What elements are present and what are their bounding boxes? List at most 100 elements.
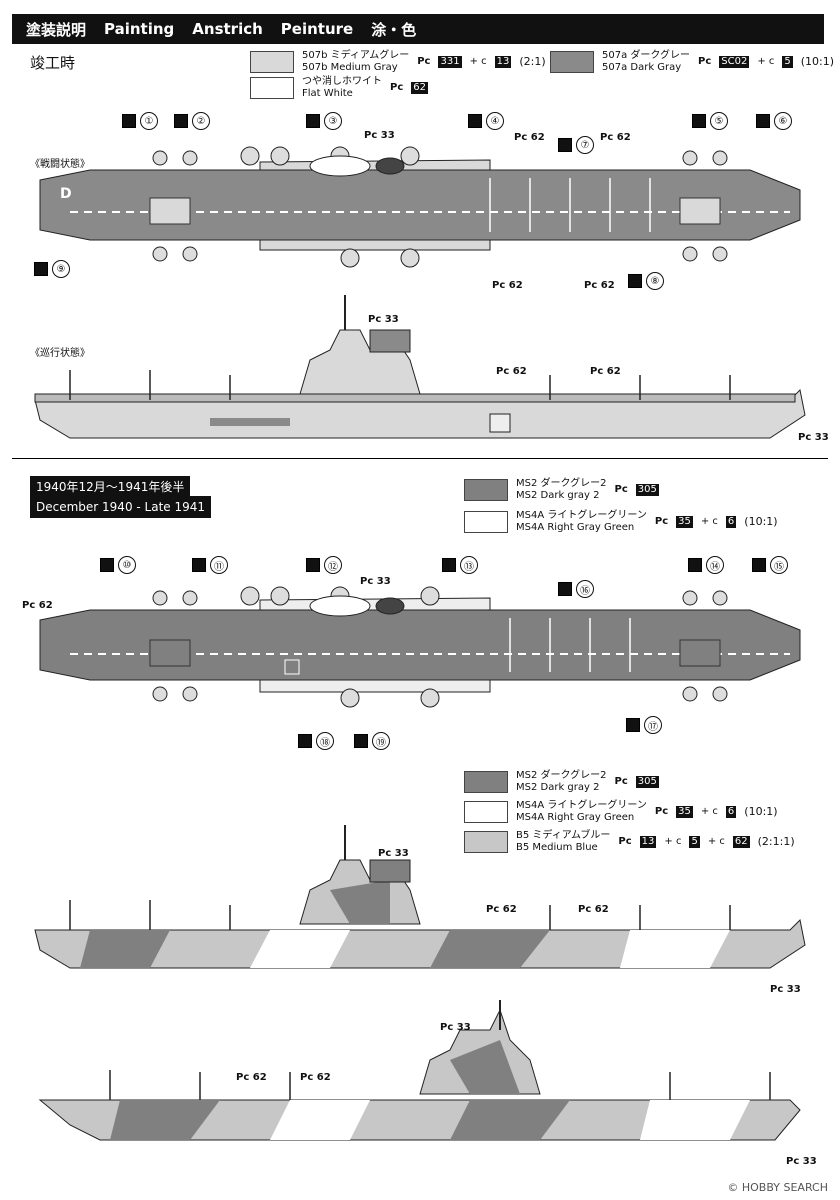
callout-pc33: Pc 33 — [364, 130, 395, 141]
number-tag-6: ⑥ — [756, 112, 792, 130]
section2-date-en: December 1940 - Late 1941 — [30, 496, 212, 518]
section1-title: 竣工時 — [30, 54, 76, 72]
number-tag-18: ⑱ — [298, 732, 334, 750]
color-swatch — [464, 831, 508, 853]
callout-pc33: Pc 33 — [440, 1022, 471, 1033]
callout-pc62: Pc 62 — [236, 1072, 267, 1083]
bullet-icon — [306, 114, 320, 128]
paint-code: 331 — [438, 56, 462, 68]
legend-jp: 507b ミディアムグレー — [302, 50, 410, 61]
callout-pc33: Pc 33 — [798, 432, 829, 443]
paint-code: SC02 — [719, 56, 750, 68]
legend-507b: 507b ミディアムグレー 507b Medium Gray Pc 331 + … — [250, 50, 546, 74]
legend-flat-white: つや消しホワイト Flat White Pc 62 — [250, 76, 428, 100]
legend-en: 507b Medium Gray — [302, 62, 398, 73]
color-swatch — [464, 479, 508, 501]
paint-code-label: Pc — [390, 82, 404, 93]
watermark: © HOBBY SEARCH — [727, 1181, 828, 1194]
color-swatch — [250, 77, 294, 99]
paint-code: 62 — [411, 82, 428, 94]
number-tag-9: ⑨ — [34, 260, 70, 278]
legend-507a: 507a ダークグレー 507a Dark Gray Pc SC02 + c 5… — [550, 50, 834, 74]
bullet-icon — [298, 734, 312, 748]
header-title-de: Anstrich — [192, 20, 263, 38]
color-swatch — [250, 51, 294, 73]
legend-jp: つや消しホワイト — [302, 76, 382, 87]
number-tag-8: ⑧ — [628, 272, 664, 290]
number-tag-17: ⑰ — [626, 716, 662, 734]
number-tag-4: ④ — [468, 112, 504, 130]
bullet-icon — [468, 114, 482, 128]
callout-pc33: Pc 33 — [360, 576, 391, 587]
number-tag-10: ⑩ — [100, 556, 136, 574]
number-tag-12: ⑫ — [306, 556, 342, 574]
header-title-en: Painting — [104, 20, 175, 38]
callout-pc62: Pc 62 — [300, 1072, 331, 1083]
header-title-cn: 涂・色 — [371, 20, 417, 39]
number-tag-11: ⑪ — [192, 556, 228, 574]
ship-plan-view-1: D — [39, 146, 801, 268]
number-tag-7: ⑦ — [558, 136, 594, 154]
color-swatch — [464, 771, 508, 793]
mix-ratio: (10:1) — [800, 55, 835, 68]
bullet-icon — [558, 582, 572, 596]
number-tag-13: ⑬ — [442, 556, 478, 574]
bullet-icon — [34, 262, 48, 276]
callout-pc62: Pc 62 — [486, 904, 517, 915]
callout-pc62: Pc 62 — [584, 280, 615, 291]
number-tag-19: ⑲ — [354, 732, 390, 750]
bullet-icon — [756, 114, 770, 128]
color-swatch — [464, 801, 508, 823]
ship-plan-view-2 — [39, 586, 801, 708]
callout-pc33: Pc 33 — [770, 984, 801, 995]
number-tag-15: ⑮ — [752, 556, 788, 574]
bullet-icon — [558, 138, 572, 152]
plan-view-label: 《戦闘状態》 — [30, 159, 90, 170]
bullet-icon — [306, 558, 320, 572]
callout-pc33: Pc 33 — [786, 1156, 817, 1167]
bullet-icon — [688, 558, 702, 572]
header-title-fr: Peinture — [280, 20, 354, 38]
header-bar: 塗装説明 Painting Anstrich Peinture 涂・色 — [12, 14, 824, 44]
bullet-icon — [354, 734, 368, 748]
header-title-jp: 塗装説明 — [26, 20, 87, 39]
legend-en: Flat White — [302, 88, 353, 99]
paint-code-label: Pc — [417, 56, 431, 67]
bullet-icon — [692, 114, 706, 128]
callout-pc62: Pc 62 — [496, 366, 527, 377]
number-tag-1: ① — [122, 112, 158, 130]
callout-pc62: Pc 62 — [22, 600, 53, 611]
number-tag-16: ⑯ — [558, 580, 594, 598]
bullet-icon — [442, 558, 456, 572]
legend-jp: 507a ダークグレー — [602, 50, 690, 61]
number-tag-3: ③ — [306, 112, 342, 130]
color-swatch — [464, 511, 508, 533]
bullet-icon — [122, 114, 136, 128]
callout-pc62: Pc 62 — [578, 904, 609, 915]
color-swatch — [550, 51, 594, 73]
bullet-icon — [192, 558, 206, 572]
section2-date-jp: 1940年12月～1941年後半 — [30, 476, 191, 498]
side-view-label: 《巡行状態》 — [30, 348, 90, 359]
bullet-icon — [752, 558, 766, 572]
number-tag-2: ② — [174, 112, 210, 130]
section-divider — [12, 458, 828, 459]
svg-text:D: D — [60, 186, 72, 202]
number-tag-5: ⑤ — [692, 112, 728, 130]
callout-pc62: Pc 62 — [514, 132, 545, 143]
number-tag-14: ⑭ — [688, 556, 724, 574]
bullet-icon — [626, 718, 640, 732]
ship-side-view-2 — [34, 825, 806, 969]
bullet-icon — [174, 114, 188, 128]
callout-pc33: Pc 33 — [368, 314, 399, 325]
legend-en: 507a Dark Gray — [602, 62, 682, 73]
paint-code: 5 — [782, 56, 793, 68]
callout-pc62: Pc 62 — [590, 366, 621, 377]
ship-side-view-1 — [34, 295, 806, 439]
callout-pc62: Pc 62 — [492, 280, 523, 291]
